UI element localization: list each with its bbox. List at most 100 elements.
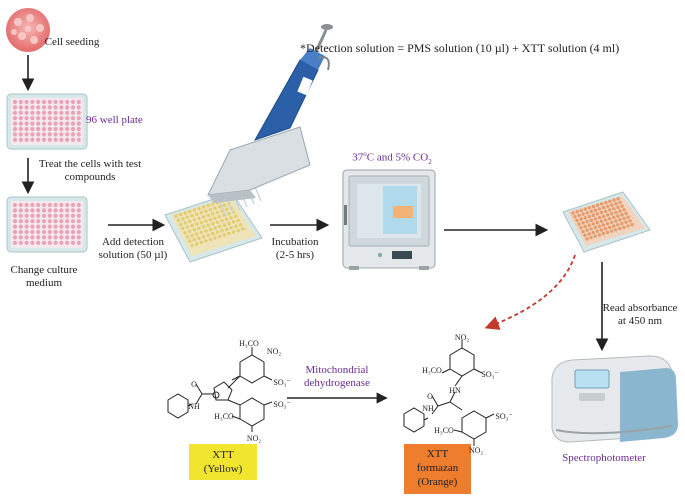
plate-well (181, 226, 185, 231)
plate-well (624, 220, 628, 224)
plate-well (59, 99, 64, 105)
plate-well (53, 224, 58, 229)
plate-well (47, 240, 52, 245)
plate-well (53, 213, 58, 218)
plate-well (53, 229, 58, 235)
label-enzyme-line1: Mitochondrial (305, 364, 369, 376)
plate-well (47, 137, 52, 142)
plate-well (197, 226, 201, 230)
plate-well (12, 116, 18, 121)
plate-well (188, 239, 192, 243)
plate-well (616, 214, 620, 218)
plate-well (76, 126, 81, 132)
label-96-well-plate: 96 well plate (86, 114, 143, 126)
plate-well (41, 235, 47, 240)
plate-well (575, 218, 579, 223)
cell-cluster-icon (6, 8, 50, 52)
plate-well (618, 200, 622, 205)
plate-well (208, 208, 213, 212)
plate-well (608, 199, 612, 203)
plate-well (575, 210, 579, 214)
plate-well (220, 219, 224, 223)
plate-well (18, 99, 23, 105)
incubator-icon (342, 169, 436, 270)
plate-well (224, 207, 229, 212)
plate-well (47, 110, 52, 115)
plate-well (65, 121, 70, 126)
plate-well (612, 207, 616, 211)
plate-well (595, 203, 600, 207)
formazan-badge-line2: formazan (416, 462, 459, 474)
plate-well (18, 132, 23, 137)
plate-well (65, 219, 70, 224)
plate-well (579, 217, 583, 221)
plate-well (36, 235, 41, 240)
plate-well (573, 215, 577, 219)
plate-well (593, 234, 597, 238)
plate-well (24, 132, 29, 137)
condition-co2-sub: 2 (428, 157, 432, 166)
plate-well (36, 208, 41, 213)
plate-well (36, 116, 41, 121)
formazan-badge-line3: (Orange) (417, 476, 458, 488)
plate-well (53, 121, 58, 126)
plate-well (618, 218, 622, 222)
plate-well (222, 223, 226, 227)
plate-well (65, 137, 70, 142)
xtt-nh-label: NH (188, 402, 200, 411)
plate-well (238, 223, 243, 227)
plate-well (236, 228, 240, 233)
plate-well (59, 110, 64, 115)
plate-well (602, 205, 606, 210)
plate-well (201, 205, 206, 209)
plate-well (624, 211, 628, 216)
plate-well (65, 208, 70, 213)
plate-well (589, 227, 593, 231)
plate-well (587, 206, 592, 210)
label-treat-cells: Treat the cells with test compounds (38, 158, 142, 183)
plate-well (12, 202, 18, 208)
plate-well (176, 218, 180, 222)
plate-well (30, 126, 35, 132)
plate-well (201, 215, 206, 219)
plate-well (24, 116, 29, 121)
plate-well (213, 206, 217, 210)
plate-well (622, 216, 626, 221)
plate-well (188, 229, 192, 233)
plate-well (53, 132, 58, 137)
plate-well (53, 240, 58, 245)
condition-temp: 37 (352, 151, 364, 164)
plate-well (618, 226, 622, 231)
plate-well (36, 240, 41, 245)
plate-well (24, 110, 29, 115)
plate-well (218, 214, 222, 219)
plate-well (241, 227, 245, 231)
label-incubation-line1: Incubation (271, 236, 319, 248)
plate-well (47, 121, 52, 126)
plate-well (227, 221, 231, 226)
plate-well (70, 213, 76, 218)
plate-well (211, 212, 215, 216)
plate-well (24, 229, 29, 235)
plate-well (195, 222, 199, 226)
formazan-no2-bottom-label: NO₂ (468, 446, 484, 455)
plate-well (222, 233, 226, 237)
plate-well (70, 110, 76, 115)
plate-well (599, 210, 604, 215)
plate-well (70, 116, 76, 121)
plate-well (190, 243, 194, 248)
plate-well (597, 233, 601, 237)
plate-well (597, 224, 602, 228)
plate-well (610, 203, 614, 207)
plate-well (47, 132, 52, 137)
plate-well (206, 233, 210, 237)
plate-well (630, 222, 634, 227)
plate-well (614, 228, 618, 232)
plate-well (59, 121, 64, 126)
formazan-badge-bg (404, 444, 471, 494)
plate-well (18, 202, 23, 208)
label-spectrophotometer: Spectrophotometer (562, 452, 646, 464)
plate-well (204, 219, 208, 223)
label-incubation-line2: (2-5 hrs) (275, 249, 315, 261)
plate-well (593, 217, 598, 221)
